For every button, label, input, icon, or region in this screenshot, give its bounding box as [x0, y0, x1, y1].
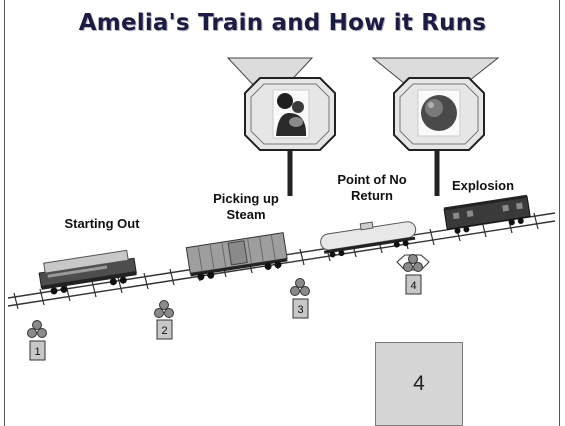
- locomotive: [38, 249, 138, 296]
- svg-text:3: 3: [297, 304, 303, 316]
- tank-car: [319, 216, 418, 259]
- svg-text:1: 1: [34, 346, 40, 358]
- number-badge-1: 1: [30, 341, 45, 360]
- signal-1: [228, 58, 335, 196]
- person-group-2: [155, 301, 174, 318]
- parent-and-child-icon: [273, 90, 309, 138]
- person-group-3: [291, 279, 310, 296]
- person-group-1: [28, 321, 47, 338]
- stage-label-picking-up-steam: Picking up Steam: [210, 191, 282, 223]
- large-number-box: 4: [375, 342, 463, 426]
- ball-icon: [418, 90, 460, 136]
- number-badge-2: 2: [157, 320, 172, 339]
- stage-label-starting-out: Starting Out: [52, 216, 152, 232]
- stage-label-point-of-no-return: Point of No Return: [335, 172, 409, 204]
- stage-label-explosion: Explosion: [440, 178, 526, 194]
- svg-text:4: 4: [410, 280, 416, 292]
- number-badge-4: 4: [406, 275, 421, 294]
- caboose: [444, 195, 531, 236]
- boxcar: [186, 233, 288, 282]
- number-badge-3: 3: [293, 299, 308, 318]
- person-group-4: [397, 255, 429, 272]
- svg-text:2: 2: [161, 325, 167, 337]
